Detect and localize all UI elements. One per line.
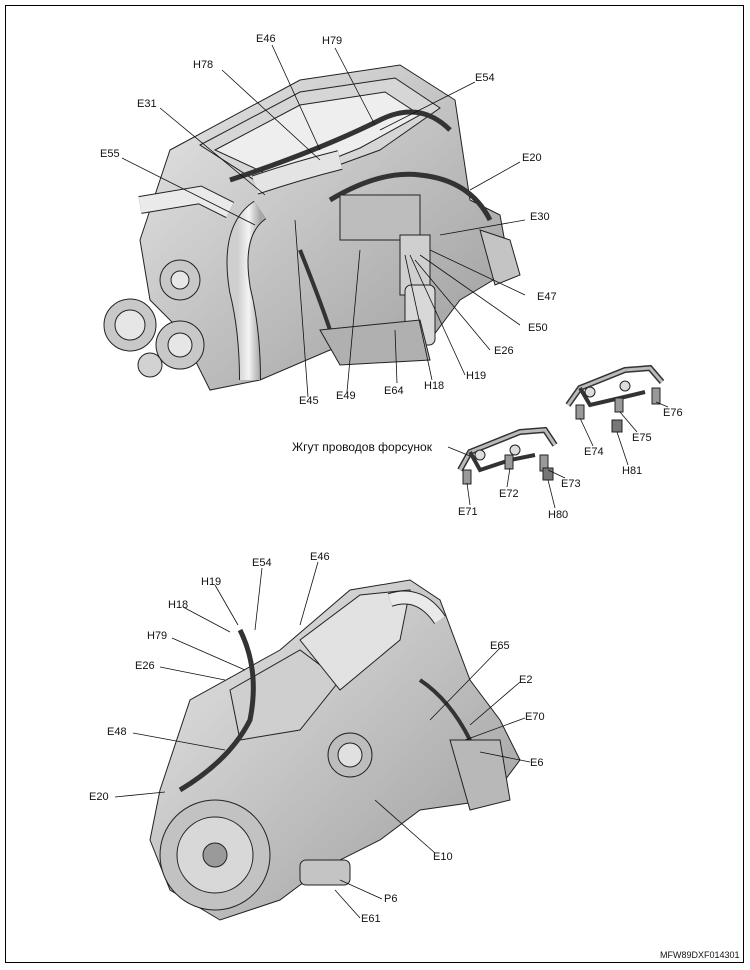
injector-harness-illustration — [457, 364, 665, 485]
label-e75: E75 — [632, 432, 652, 444]
label-h19-bottom: H19 — [201, 576, 222, 588]
label-e46-top: E46 — [256, 33, 276, 45]
label-h78-top: H78 — [193, 59, 214, 71]
label-h18-bottom: H18 — [168, 599, 189, 611]
label-h18-top: H18 — [424, 380, 445, 392]
harness-leader-lines — [447, 401, 669, 509]
bottom-engine-illustration — [149, 579, 521, 921]
label-e46-bottom: E46 — [310, 551, 330, 563]
bottom-leader-lines — [114, 561, 531, 919]
label-e55-top: E55 — [100, 148, 120, 160]
label-e48-bottom: E48 — [107, 726, 127, 738]
label-e61-bottom: E61 — [361, 913, 381, 925]
label-e30-top: E30 — [530, 211, 550, 223]
label-e50-top: E50 — [528, 322, 548, 334]
label-e76: E76 — [663, 407, 683, 419]
label-h81: H81 — [622, 465, 643, 477]
label-e2-bottom: E2 — [519, 674, 533, 686]
label-e45-top: E45 — [299, 395, 319, 407]
label-e70-bottom: E70 — [525, 711, 545, 723]
injector-harness-caption: Жгут проводов форсунок — [292, 440, 432, 454]
figure-code: MFW89DXF014301 — [660, 950, 740, 960]
label-h79-bottom: H79 — [147, 630, 168, 642]
label-e20-bottom: E20 — [89, 791, 109, 803]
label-e10-bottom: E10 — [433, 851, 453, 863]
label-e54-bottom: E54 — [252, 557, 272, 569]
label-e26-top: E26 — [494, 345, 514, 357]
label-h80: H80 — [548, 509, 569, 521]
label-e47-top: E47 — [537, 291, 557, 303]
label-e65-bottom: E65 — [490, 640, 510, 652]
label-e71: E71 — [458, 506, 478, 518]
label-e74: E74 — [584, 446, 604, 458]
figure-frame — [5, 5, 744, 963]
label-p6-bottom: P6 — [384, 893, 398, 905]
label-e6-bottom: E6 — [530, 757, 544, 769]
label-e49-top: E49 — [336, 390, 356, 402]
label-e20-top: E20 — [522, 152, 542, 164]
label-e26-bottom: E26 — [135, 660, 155, 672]
top-leader-lines — [121, 44, 526, 398]
label-e31-top: E31 — [137, 98, 157, 110]
top-engine-illustration — [103, 64, 521, 391]
label-h19-top: H19 — [466, 370, 487, 382]
label-h79-top: H79 — [322, 35, 343, 47]
label-e73: E73 — [561, 478, 581, 490]
label-e54-top: E54 — [475, 72, 495, 84]
label-e64-top: E64 — [384, 385, 404, 397]
label-e72: E72 — [499, 488, 519, 500]
